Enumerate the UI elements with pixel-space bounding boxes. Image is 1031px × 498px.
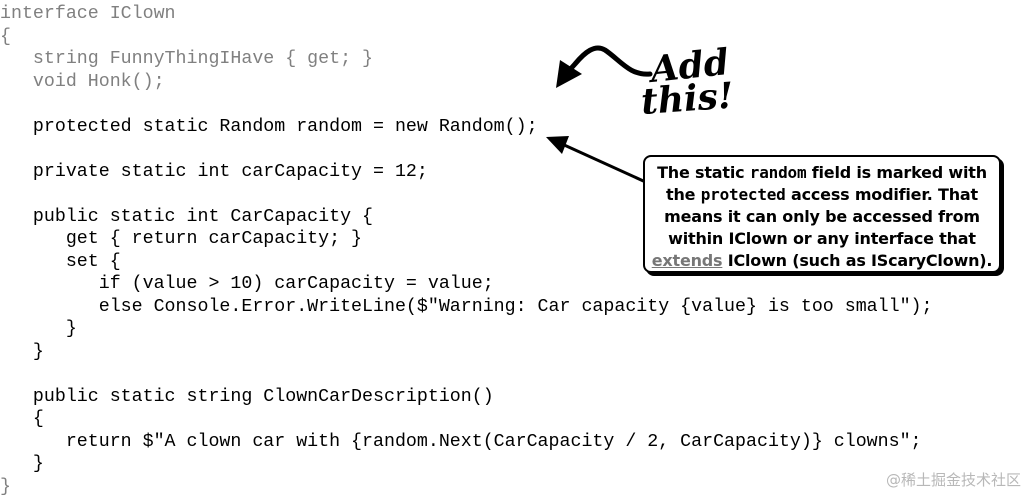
callout-line-2: the protected access modifier. That	[649, 184, 995, 206]
callout-line-1: The static random field is marked with	[649, 162, 995, 184]
random-keyword: random	[750, 163, 807, 182]
watermark: @稀土掘金技术社区	[886, 469, 1021, 490]
this-text: this!	[640, 75, 735, 123]
callout-line-4: within IClown or any interface that	[649, 228, 995, 250]
curly-arrow-icon	[566, 48, 650, 74]
callout-line-5: extends IClown (such as IScaryClown).	[649, 250, 995, 272]
callout-box: The static random field is marked with t…	[643, 155, 1001, 273]
protected-keyword: protected	[701, 185, 786, 204]
callout-pointer-line	[562, 144, 650, 184]
callout-line-3: means it can only be accessed from	[649, 206, 995, 228]
extends-link[interactable]: extends	[652, 251, 723, 270]
